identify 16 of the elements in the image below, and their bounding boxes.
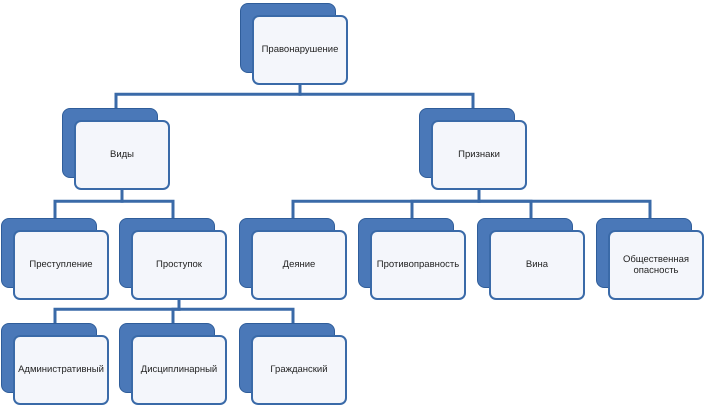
node-label: Виды <box>110 149 134 161</box>
connector-line <box>298 85 474 108</box>
node-label: Правонарушение <box>262 44 338 56</box>
node-label: Общественная опасность <box>622 254 690 276</box>
node-label: Дисциплинарный <box>140 364 218 376</box>
node-label: Гражданский <box>270 364 328 376</box>
node-label: Признаки <box>458 149 500 161</box>
node-label: Деяние <box>282 259 316 271</box>
connector-line <box>178 300 294 323</box>
connector-line <box>478 190 652 218</box>
connector-line <box>120 190 174 218</box>
node-label: Вина <box>526 259 548 271</box>
node-label: Проступок <box>156 259 202 271</box>
node-label: Противоправность <box>376 259 460 271</box>
node-label: Административный <box>18 364 104 376</box>
node-label: Преступление <box>29 259 93 271</box>
